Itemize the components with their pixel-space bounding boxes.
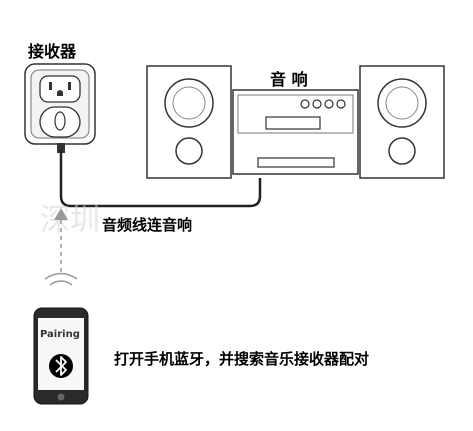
- pairing-arrow: [54, 208, 68, 272]
- audio-cable: [59, 150, 262, 208]
- outlet-icon: [39, 75, 81, 103]
- speaker-system: [146, 65, 445, 179]
- cable-label: 音频线连音响: [102, 216, 193, 234]
- receiver-label: 接收器: [28, 42, 77, 61]
- receiver-device: [24, 63, 96, 153]
- wireless-signal-icon: [44, 272, 78, 286]
- phone: [33, 307, 89, 405]
- speaker-label: 音 响: [270, 70, 308, 89]
- phone-screen-text: Pairing: [40, 329, 80, 340]
- instruction-label: 打开手机蓝牙，并搜索音乐接收器配对: [114, 350, 370, 368]
- watermark: 深圳: [40, 203, 100, 238]
- bluetooth-icon: [49, 354, 73, 378]
